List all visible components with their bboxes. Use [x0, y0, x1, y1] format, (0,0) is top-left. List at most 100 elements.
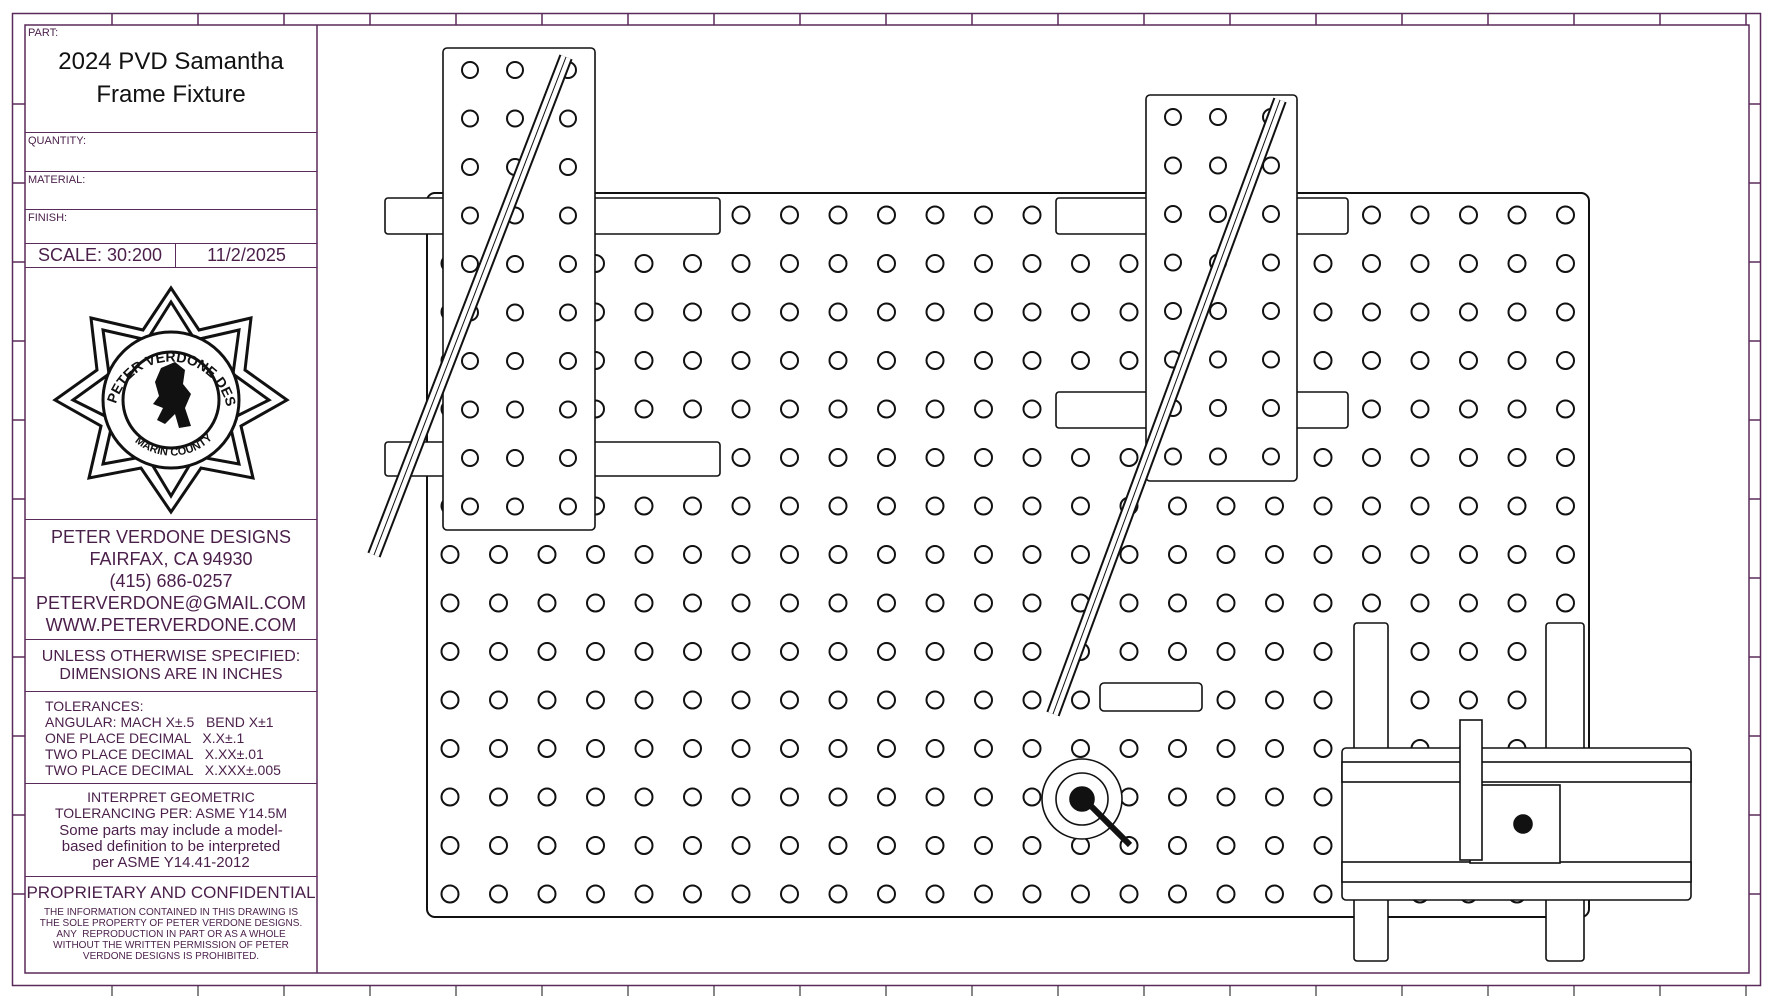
company-name: PETER VERDONE DESIGNS — [50, 527, 292, 547]
table-hole — [780, 787, 799, 807]
plate-hole — [1164, 302, 1182, 320]
table-hole — [1022, 690, 1042, 710]
table-hole — [877, 205, 896, 225]
table-hole — [1556, 448, 1575, 467]
table-hole — [1459, 254, 1478, 273]
table-hole — [877, 690, 896, 710]
table-hole — [683, 642, 702, 661]
part-label: PART: — [28, 27, 59, 39]
table-hole — [1216, 739, 1236, 758]
plate-hole — [506, 255, 524, 273]
plate-hole — [1164, 156, 1182, 175]
table-hole — [1556, 351, 1575, 370]
table-hole — [780, 496, 799, 516]
table-hole — [1313, 884, 1333, 904]
table-hole — [1507, 205, 1527, 225]
vertical-plate-left — [442, 47, 596, 531]
plate-hole — [461, 61, 479, 79]
table-hole — [1168, 787, 1187, 807]
table-hole — [877, 302, 896, 322]
table-hole — [1119, 254, 1139, 273]
plate-hole — [559, 109, 577, 128]
finish-label: FINISH: — [28, 212, 68, 224]
table-hole — [1507, 351, 1527, 370]
table-hole — [634, 739, 654, 758]
company-website[interactable]: WWW.PETERVERDONE.COM — [45, 615, 297, 635]
logo-cell: PETER VERDONE DESIGNS MARIN COUNTY — [25, 268, 317, 520]
plate-hole — [461, 449, 479, 467]
table-hole — [925, 448, 945, 467]
table-hole — [1459, 496, 1478, 516]
table-hole — [1313, 254, 1333, 273]
table-hole — [489, 787, 508, 807]
table-hole — [1119, 448, 1139, 467]
table-hole — [683, 351, 702, 370]
table-hole — [1410, 545, 1430, 564]
table-hole — [1168, 545, 1187, 564]
table-hole — [828, 545, 848, 564]
table-hole — [1119, 593, 1139, 613]
plate-hole — [1164, 205, 1182, 223]
plate-hole — [559, 303, 577, 322]
plate-hole — [1262, 302, 1280, 320]
table-hole — [1313, 545, 1333, 564]
table-hole — [1265, 787, 1284, 807]
plate-hole — [506, 497, 524, 516]
table-hole — [1265, 642, 1284, 661]
company-email[interactable]: PETERVERDONE@GMAIL.COM — [36, 593, 306, 613]
table-hole — [1022, 884, 1042, 904]
table-hole — [683, 690, 702, 710]
table-hole — [683, 399, 702, 419]
table-hole — [1119, 642, 1139, 661]
table-hole — [1313, 836, 1333, 855]
table-hole — [974, 545, 993, 564]
table-hole — [925, 787, 945, 807]
table-hole — [440, 787, 460, 807]
table-hole — [634, 884, 654, 904]
table-hole — [1022, 496, 1042, 516]
table-hole — [925, 884, 945, 904]
plate-hole — [559, 352, 577, 370]
table-hole — [731, 496, 751, 516]
table-hole — [1459, 205, 1478, 225]
table-hole — [731, 545, 751, 564]
table-hole — [586, 593, 605, 613]
table-hole — [731, 690, 751, 710]
plate-hole — [1262, 447, 1280, 466]
plate-hole — [1209, 205, 1227, 223]
table-hole — [1313, 690, 1333, 710]
plate-hole — [1262, 350, 1280, 369]
company-address: FAIRFAX, CA 94930 — [89, 549, 253, 569]
table-hole — [1313, 302, 1333, 322]
table-hole — [1265, 836, 1284, 855]
table-hole — [731, 642, 751, 661]
table-hole — [489, 836, 508, 855]
table-hole — [1410, 254, 1430, 273]
proprietary-text: THE SOLE PROPERTY OF PETER VERDONE DESIG… — [39, 918, 303, 929]
table-hole — [440, 593, 460, 613]
mbd-note: based definition to be interpreted — [61, 838, 281, 855]
table-hole — [1168, 836, 1187, 855]
table-hole — [731, 399, 751, 419]
table-hole — [634, 690, 654, 710]
table-hole — [1119, 739, 1139, 758]
table-hole — [925, 205, 945, 225]
table-hole — [586, 642, 605, 661]
plate-hole — [559, 255, 577, 273]
table-hole — [828, 254, 848, 273]
gdt-note: INTERPRET GEOMETRIC — [87, 789, 255, 805]
table-hole — [683, 496, 702, 516]
table-hole — [731, 302, 751, 322]
plate-hole — [1209, 350, 1227, 369]
plate-hole — [506, 352, 524, 370]
table-hole — [877, 545, 896, 564]
table-hole — [780, 302, 799, 322]
table-hole — [586, 545, 605, 564]
table-hole — [1459, 545, 1478, 564]
table-hole — [586, 787, 605, 807]
tolerance-two-place: TWO PLACE DECIMAL X.XX±.01 — [45, 746, 264, 762]
table-hole — [537, 642, 557, 661]
table-hole — [731, 593, 751, 613]
plate-hole — [461, 497, 479, 516]
table-hole — [1071, 690, 1090, 710]
